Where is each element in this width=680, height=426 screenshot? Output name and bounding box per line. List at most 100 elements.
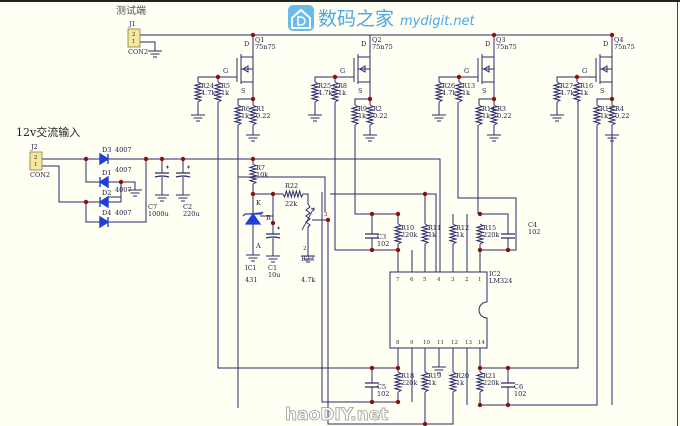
junction-dot — [456, 74, 462, 80]
pot-pin-label: 3 — [324, 212, 328, 218]
logo-tile — [288, 5, 314, 31]
mydigit-watermark — [288, 5, 314, 31]
logo-letter-d — [297, 16, 306, 26]
resistor-r20 — [448, 371, 458, 393]
ground-icon — [605, 131, 619, 142]
ic2-pin-number: 6 — [410, 277, 414, 283]
junction-dot — [395, 399, 401, 405]
ground-lines — [308, 111, 322, 122]
resistor-r19 — [420, 371, 430, 393]
connector-pin: 2 — [132, 32, 136, 38]
resistor-r14 — [474, 104, 484, 126]
mosfet-q3 — [477, 35, 495, 99]
resistor-r26 — [434, 81, 444, 103]
diode-d1 — [98, 175, 109, 189]
resistor-ref: R20 — [456, 372, 469, 380]
ground-lines — [148, 47, 162, 58]
junction-dot — [609, 96, 615, 102]
resistor-r3 — [489, 104, 499, 126]
wire — [327, 220, 425, 425]
wire — [108, 197, 122, 203]
junction-dot — [477, 365, 483, 371]
junction-dot — [422, 191, 428, 197]
junction-dot — [422, 421, 428, 426]
junction-dot — [270, 191, 276, 197]
junction-dot — [477, 402, 483, 408]
capacitor-c2 — [175, 165, 191, 178]
junction-dot — [369, 247, 375, 253]
connector-j2 — [29, 151, 43, 171]
ground-icon — [432, 111, 446, 122]
diode-ref: D3 — [102, 146, 111, 154]
ground-lines — [487, 131, 501, 142]
capacitor-value: 102 — [514, 390, 526, 398]
ground-icon — [128, 186, 142, 197]
polarity-plus — [166, 165, 169, 169]
mosfet-source-label: S — [482, 87, 486, 95]
ic2-pin-number: 10 — [423, 340, 430, 346]
potentiometer-arrow — [301, 207, 315, 231]
wire — [321, 192, 398, 403]
capacitor-ref: C4 — [528, 221, 537, 229]
capacitor-ref: C5 — [377, 383, 386, 391]
mosfet-value: 75n75 — [496, 43, 517, 51]
junction-dot — [367, 96, 373, 102]
resistor-value: 220k — [483, 231, 499, 239]
mosfet-value: 75n75 — [614, 43, 635, 51]
resistor-r11 — [420, 223, 430, 245]
resistor-value: 1k — [428, 231, 436, 239]
house-logo-icon — [288, 5, 314, 31]
capacitor-c1 — [265, 226, 281, 239]
capacitor-ref: C7 — [148, 203, 157, 211]
resistor-ref: R16 — [580, 82, 593, 90]
junction-dot — [250, 32, 256, 38]
junction-dot — [609, 32, 615, 38]
resistor-r9 — [350, 104, 360, 126]
ic2-pin-number: 2 — [465, 277, 469, 283]
mosfet-gate-label: G — [340, 67, 345, 75]
resistor-r15 — [475, 223, 485, 245]
watermark-site-en: mydigit.net — [400, 14, 476, 29]
resistor-ref: R21 — [483, 372, 496, 380]
mosfet-source-label: S — [358, 87, 362, 95]
ground-icon — [487, 131, 501, 142]
junction-dot — [250, 96, 256, 102]
capacitor-c4 — [501, 233, 515, 239]
wire — [508, 125, 598, 406]
resistor-ref: R1 — [256, 105, 265, 113]
ic1-value: 431 — [245, 276, 257, 284]
diode-ref: D2 — [102, 189, 111, 197]
wire — [354, 98, 371, 105]
watermark-haodiy: haoDIY.net — [285, 405, 388, 425]
mosfet-drain-label: D — [485, 40, 490, 48]
wire — [330, 193, 437, 272]
resistor-value: 220k — [401, 379, 417, 387]
junction-dot — [332, 74, 338, 80]
resistor-ref: R22 — [285, 182, 298, 190]
mosfet-body — [595, 35, 613, 99]
resistor-ref: R12 — [456, 224, 469, 232]
junction-dot — [325, 217, 331, 223]
ground-lines — [432, 363, 446, 374]
diode-ref: D1 — [102, 169, 111, 177]
wire — [303, 193, 309, 204]
pot-value: 4.7k — [301, 276, 315, 284]
capacitor-value: 102 — [377, 390, 389, 398]
ground-icon — [246, 251, 260, 262]
pot-ref: R23 — [301, 255, 314, 263]
diode-value: 4007 — [115, 209, 132, 217]
wires — [42, 34, 613, 425]
mosfet-ref: Q4 — [614, 36, 623, 44]
watermark-site-cn: 数码之家 — [318, 8, 394, 30]
resistor-r16 — [572, 81, 582, 103]
resistor-r4 — [607, 104, 617, 126]
ic2-lm324 — [389, 271, 488, 349]
ground-lines — [432, 111, 446, 122]
mosfet-ref: Q2 — [372, 36, 381, 44]
resistor-value: 0.22 — [497, 112, 511, 120]
resistor-ref: R5 — [221, 82, 230, 90]
junction-dot — [505, 365, 511, 371]
ic2-pin-number: 13 — [465, 340, 472, 346]
connector-pin: 1 — [34, 162, 38, 168]
